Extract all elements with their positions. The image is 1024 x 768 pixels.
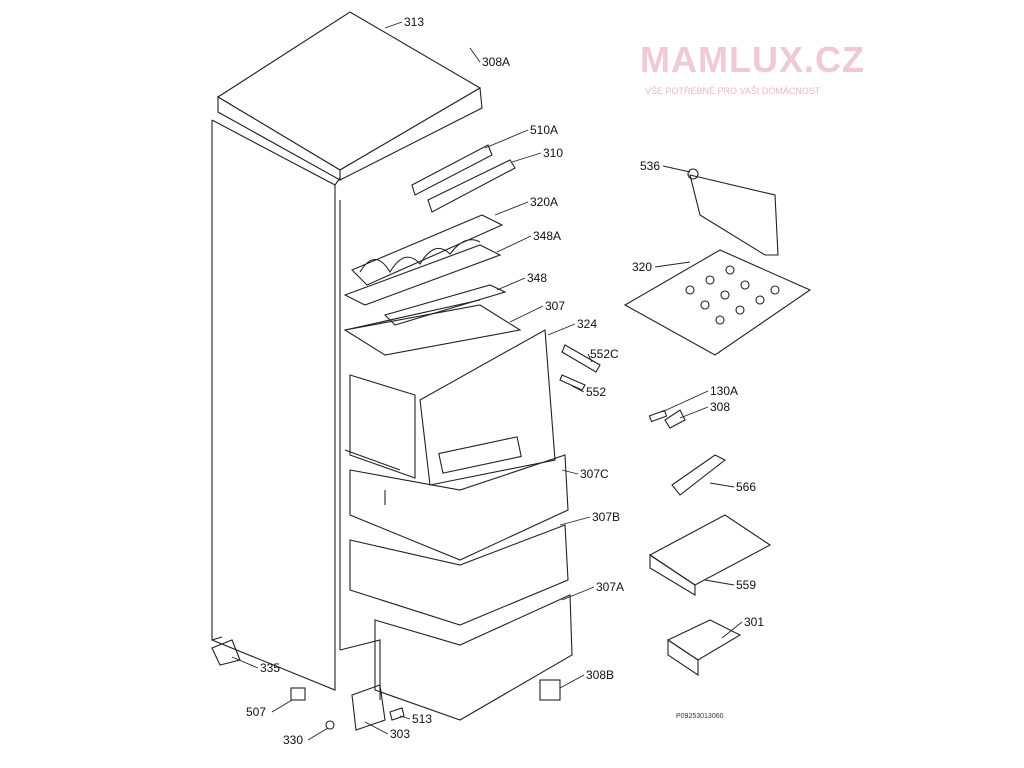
label-307A: 307A [596, 580, 625, 594]
drawing-code: P09253013060 [676, 713, 724, 720]
label-566: 566 [736, 480, 757, 494]
label-307: 307 [545, 299, 566, 313]
grid-shelf-320 [623, 249, 812, 356]
label-335: 335 [260, 661, 281, 675]
label-307C: 307C [580, 467, 609, 481]
part-507 [290, 687, 306, 701]
glass-shelf-307 [343, 304, 522, 356]
ice-cube-tray-301 [666, 619, 742, 677]
label-510A: 510A [530, 123, 559, 137]
part-130A [648, 409, 668, 423]
part-513 [389, 707, 405, 721]
drawer-307C [349, 454, 569, 561]
cabinet-body [211, 11, 483, 700]
watermark-brand: MAMLUX.CZ [640, 39, 865, 80]
label-559: 559 [736, 578, 757, 592]
label-308: 308 [710, 400, 731, 414]
label-320: 320 [632, 260, 653, 274]
label-130A: 130A [710, 384, 739, 398]
label-308A: 308A [482, 55, 511, 69]
wine-rack [351, 214, 504, 286]
cover-552 [559, 374, 586, 391]
ice-tray-559 [648, 514, 772, 596]
label-330: 330 [283, 733, 304, 747]
label-303: 303 [390, 727, 411, 741]
label-324: 324 [577, 317, 598, 331]
watermark-tagline: VŠE POTŘEBNÉ PRO VAŠI DOMÁCNOST [645, 86, 821, 96]
label-552: 552 [586, 385, 607, 399]
label-552C: 552C [590, 347, 619, 361]
bottle-guard-310 [411, 144, 516, 213]
label-513: 513 [412, 712, 433, 726]
label-310: 310 [543, 146, 564, 160]
leader-lines [231, 21, 743, 741]
part-566 [671, 454, 727, 496]
label-507: 507 [246, 705, 267, 719]
drawer-307A [374, 594, 573, 721]
hinge-308B [539, 679, 561, 701]
drawer-307B [349, 524, 569, 626]
screw-330 [325, 720, 335, 730]
crisper-drawer [349, 374, 416, 479]
hinge-552C [561, 344, 601, 373]
freezer-flap-324 [419, 329, 556, 486]
label-307B: 307B [592, 510, 621, 524]
foot-335 [211, 639, 241, 666]
label-301: 301 [744, 615, 765, 629]
label-313: 313 [404, 15, 425, 29]
label-348: 348 [527, 271, 548, 285]
label-308B: 308B [586, 668, 615, 682]
plinth-303 [351, 684, 386, 731]
label-320A: 320A [530, 195, 559, 209]
shelf-348A [343, 244, 502, 306]
label-348A: 348A [533, 229, 562, 243]
label-536: 536 [640, 159, 661, 173]
part-308 [664, 409, 686, 429]
divider-536 [687, 168, 779, 256]
